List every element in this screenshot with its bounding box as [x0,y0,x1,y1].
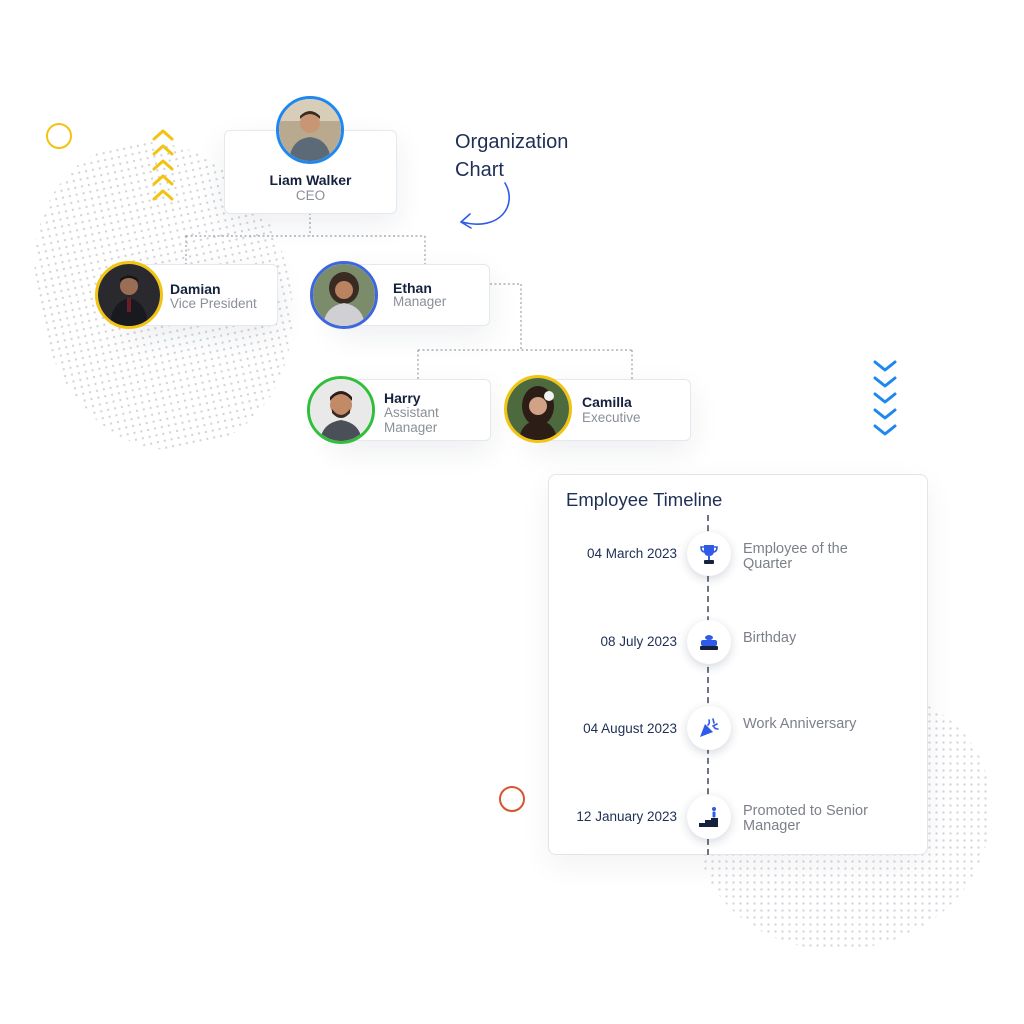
red-circle-decoration [499,786,525,812]
employee-timeline-card: Employee Timeline 04 March 2023 Employee… [548,474,928,855]
trophy-icon [700,545,718,564]
timeline-date: 08 July 2023 [600,634,677,649]
executive-name: Camilla [582,394,632,410]
org-chart-title-line1: Organization [455,131,569,153]
assistant-manager-name: Harry [384,390,421,406]
timeline-label-line2: Quarter [743,556,793,572]
person-avatar-icon [507,378,569,440]
yellow-circle-decoration [46,123,72,149]
org-chart-title: Organization Chart [455,128,605,184]
person-avatar-icon [313,264,375,326]
timeline-label-line1: Promoted to Senior [743,803,868,819]
ceo-avatar [276,96,344,164]
person-avatar-icon [279,99,341,161]
manager-avatar [310,261,378,329]
assistant-manager-role-line2: Manager [384,420,438,435]
ceo-name: Liam Walker [269,172,352,188]
vp-avatar [95,261,163,329]
timeline-label-line1: Employee of the [743,541,848,557]
vp-name: Damian [170,281,221,297]
executive-role: Executive [582,410,641,425]
timeline-line [707,515,709,855]
timeline-label-line2: Manager [743,818,801,834]
down-chevrons-decoration [872,358,898,438]
timeline-event-promotion[interactable] [687,795,731,839]
executive-avatar [504,375,572,443]
timeline-title: Employee Timeline [566,489,723,510]
timeline-event-birthday[interactable] [687,620,731,664]
timeline-label-line1: Work Anniversary [743,716,857,732]
timeline-date: 04 August 2023 [583,721,677,736]
vp-role: Vice President [170,296,257,311]
party-popper-icon [700,718,719,737]
timeline-event-anniversary[interactable] [687,706,731,750]
podium-icon [699,807,718,827]
cake-icon [700,635,718,650]
assistant-manager-role-line1: Assistant [384,405,439,420]
manager-role: Manager [393,294,447,309]
org-chart-title-line2: Chart [455,159,504,181]
timeline-event-trophy[interactable] [687,532,731,576]
timeline-date: 12 January 2023 [576,809,677,824]
chevron-up-icon [152,129,174,201]
ceo-role: CEO [295,188,326,203]
timeline-label-line1: Birthday [743,630,797,646]
manager-name: Ethan [393,280,432,296]
person-avatar-icon [310,379,372,441]
timeline-date: 04 March 2023 [586,546,677,561]
assistant-manager-avatar [307,376,375,444]
curved-arrow-icon [459,182,510,229]
person-avatar-icon [98,264,160,326]
up-chevrons-decoration [151,127,175,207]
chevron-down-icon [873,360,897,436]
